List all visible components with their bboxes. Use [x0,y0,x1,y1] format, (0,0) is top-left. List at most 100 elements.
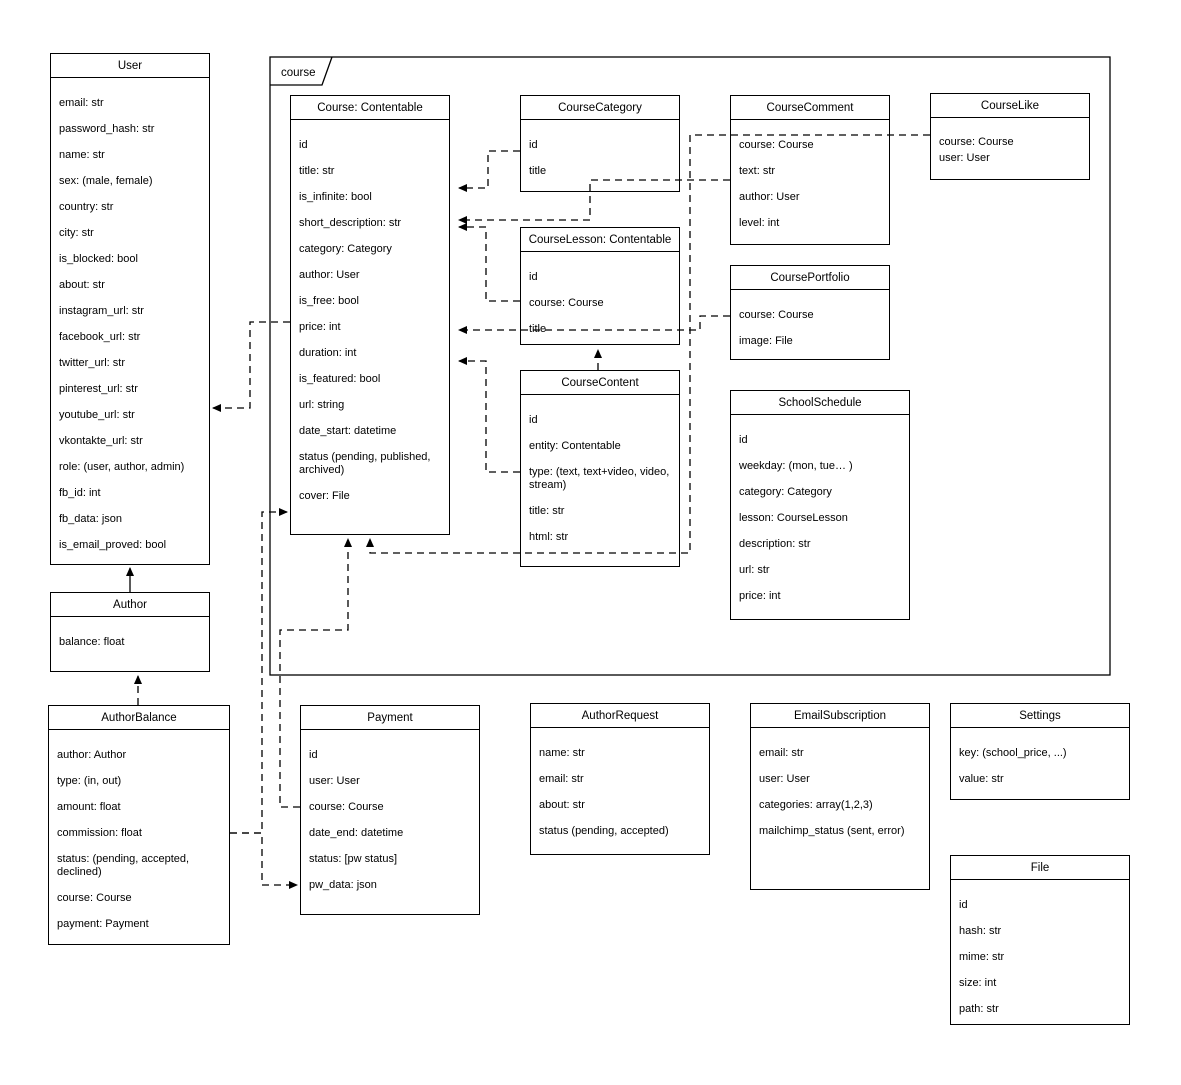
field-course-title: title: str [299,164,335,177]
field-user-city: city: str [59,226,94,239]
field-school-schedule-description: description: str [739,537,811,550]
field-course-category-id: id [529,138,538,151]
field-author-balance-amount: amount: float [57,800,121,813]
field-file-hash: hash: str [959,924,1002,937]
entity-title-file: File [951,856,1129,880]
field-email-subscription-user: user: User [759,772,810,785]
field-email-subscription-categories: categories: array(1,2,3) [759,798,873,811]
entity-title-course: Course: Contentable [291,96,449,120]
field-course-author: author: User [299,268,360,281]
entity-title-course-comment: CourseComment [731,96,889,120]
connector-author-balance-to-payment[interactable] [230,832,298,889]
field-course-content-entity: entity: Contentable [529,439,621,452]
entity-fields-settings: key: (school_price, ...)value: str [951,728,1129,792]
field-school-schedule-url: url: str [739,563,770,576]
field-course-like-course: course: Course [939,136,1014,148]
entity-title-payment: Payment [301,706,479,730]
field-user-vkontakte-url: vkontakte_url: str [59,434,143,447]
field-user-facebook-url: facebook_url: str [59,330,141,343]
field-settings-value: value: str [959,772,1004,785]
field-file-id: id [959,898,968,911]
entity-title-author-request: AuthorRequest [531,704,709,728]
field-course-lesson-id: id [529,270,538,283]
connector-course-content-to-course[interactable] [458,357,520,473]
field-course-content-id: id [529,413,538,426]
connector-course-like-to-course[interactable] [366,134,930,554]
field-user-pinterest-url: pinterest_url: str [59,382,138,395]
field-user-country: country: str [59,200,114,213]
entity-title-course-lesson: CourseLesson: Contentable [521,228,679,252]
field-school-schedule-category: category: Category [739,485,832,498]
field-payment-course: course: Course [309,800,384,813]
field-course-cover: cover: File [299,489,350,502]
field-payment-status: status: [pw status] [309,852,398,865]
connector-payment-to-course[interactable] [279,538,352,808]
entity-title-author-balance: AuthorBalance [49,706,229,730]
entity-title-email-subscription: EmailSubscription [751,704,929,728]
field-course-comment-level: level: int [739,216,780,229]
connector-course-category-to-course[interactable] [458,150,520,192]
field-school-schedule-lesson: lesson: CourseLesson [739,511,848,524]
field-course-category: category: Category [299,242,392,255]
field-file-path: path: str [959,1002,999,1015]
field-author-balance-type: type: (in, out) [57,774,122,787]
field-course-is-infinite: is_infinite: bool [299,190,372,203]
connector-author-balance-to-course[interactable] [230,508,288,834]
connector-course-comment-to-course[interactable] [458,179,730,224]
field-course-content-title: title: str [529,504,565,517]
field-course-lesson-course: course: Course [529,296,604,309]
connector-course-to-user[interactable] [212,321,290,412]
course-package-tab [270,56,333,86]
field-author-request-email: email: str [539,772,584,785]
field-author-balance-commission: commission: float [57,826,142,839]
field-course-date-start: date_start: datetime [299,424,397,437]
connector-course-lesson-to-course[interactable] [458,223,520,302]
entity-fields-author-balance: author: Author type: (in, out) amount: flo… [49,730,229,937]
entity-title-course-content: CourseContent [521,371,679,395]
field-author-balance-payment: payment: Payment [57,917,149,930]
entity-title-course-category: CourseCategory [521,96,679,120]
entity-author-balance[interactable]: AuthorBalance author: Author type: (in, ou… [48,705,230,945]
field-user-name: name: str [59,148,105,161]
field-course-short-description: short_description: str [299,216,402,229]
connector-course-portfolio-to-course[interactable] [458,315,730,334]
field-file-size: size: int [959,976,997,989]
field-author-balance: balance: float [59,635,125,648]
field-course-duration: duration: int [299,346,357,359]
entity-fields-course-like: course: Course user: User [931,118,1089,166]
field-user-about: about: str [59,278,105,291]
field-user-fb-id: fb_id: int [59,486,101,499]
field-user-fb-data: fb_data: json [59,512,122,525]
entity-title-settings: Settings [951,704,1129,728]
entity-course-lesson[interactable]: CourseLesson: Contentable id course: Cours… [520,227,680,345]
field-course-is-featured: is_featured: bool [299,372,381,385]
field-course-is-free: is_free: bool [299,294,359,307]
field-course-like-user: user: User [939,152,990,164]
field-author-balance-author: author: Author [57,748,127,761]
field-author-request-about: about: str [539,798,585,811]
